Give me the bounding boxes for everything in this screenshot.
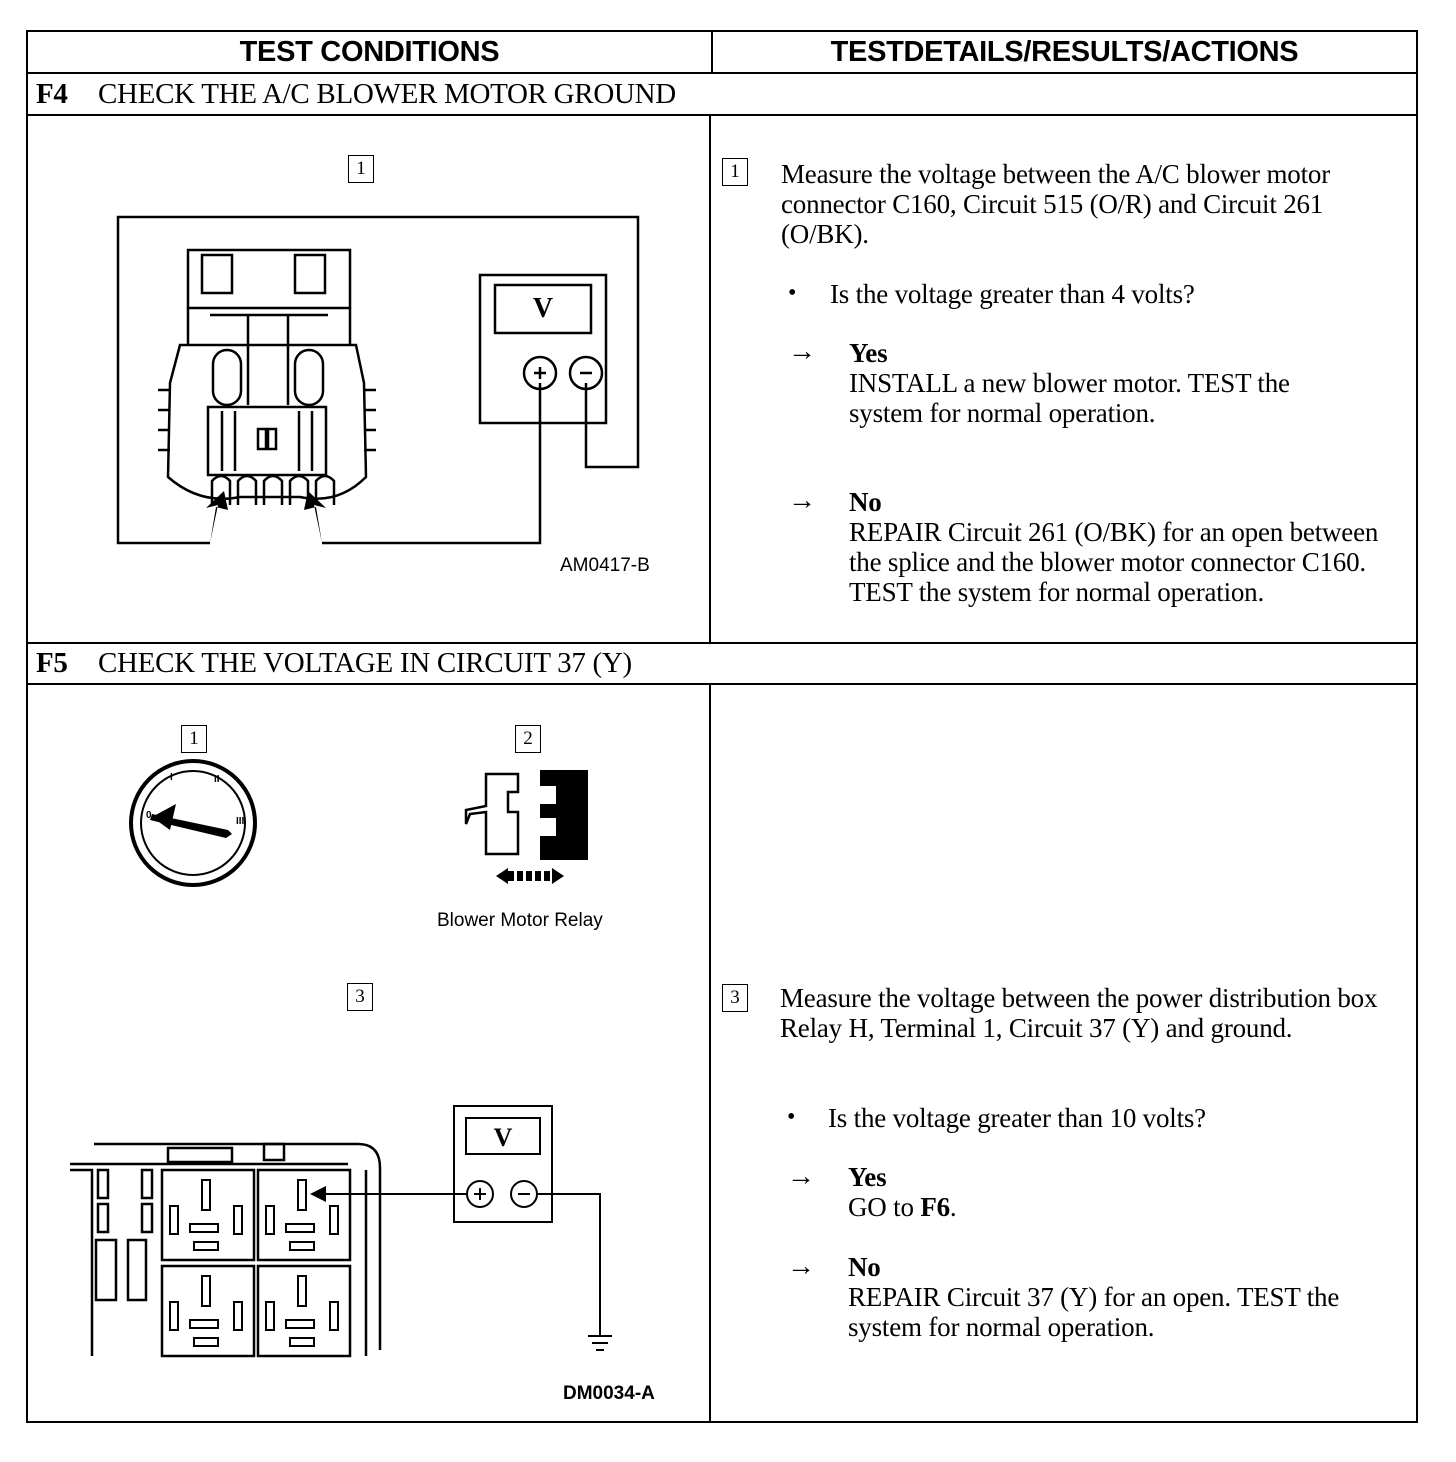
- f5-title-divider: [26, 683, 1418, 685]
- f4-no-answer: No REPAIR Circuit 261 (O/BK) for an open…: [849, 487, 1409, 607]
- f5-yes-link: F6: [920, 1192, 950, 1222]
- f4-yes-text: INSTALL a new blower motor. TEST the sys…: [849, 368, 1290, 428]
- table-border-top: [26, 30, 1418, 32]
- blower-motor-relay-icon: [464, 770, 588, 884]
- f5-yes-answer: Yes GO to F6.: [848, 1162, 1368, 1222]
- blower-motor-relay-caption: Blower Motor Relay: [437, 910, 603, 931]
- f5-detail-step-marker: 3: [722, 984, 748, 1012]
- f4-detail-step-marker: 1: [722, 158, 748, 186]
- f4-figure-id: AM0417-B: [560, 555, 650, 576]
- ignition-switch-icon: 0 I II III: [129, 759, 257, 887]
- f4-no-text: REPAIR Circuit 261 (O/BK) for an open be…: [849, 517, 1379, 607]
- table-border-right: [1416, 30, 1418, 1423]
- f4-instruction: Measure the voltage between the A/C blow…: [781, 159, 1330, 249]
- f5-yes-label: Yes: [848, 1162, 887, 1192]
- f4-question: Is the voltage greater than 4 volts?: [830, 279, 1195, 309]
- f5-meter-label: V: [494, 1123, 513, 1152]
- f4-section-title: F4 CHECK THE A/C BLOWER MOTOR GROUND: [36, 75, 676, 113]
- f5-yes-prefix: GO to: [848, 1192, 921, 1222]
- f4-step-1-marker: 1: [348, 155, 374, 183]
- f5-bullet: •: [787, 1104, 796, 1130]
- f4-bullet: •: [788, 280, 797, 306]
- f4-yes-label: Yes: [849, 338, 888, 368]
- f5-figure-id: DM0034-A: [563, 1383, 655, 1404]
- table-border-bottom: [26, 1421, 1418, 1423]
- header-divider: [26, 72, 1418, 74]
- table-border-left: [26, 30, 28, 1423]
- f4-title: CHECK THE A/C BLOWER MOTOR GROUND: [98, 78, 676, 110]
- f4-yes-arrow: →: [788, 336, 816, 367]
- f5-top-divider: [26, 642, 1418, 644]
- f5-step-1-marker: 1: [181, 725, 207, 753]
- f5-yes-arrow: →: [787, 1161, 815, 1192]
- f4-no-arrow: →: [788, 485, 816, 516]
- f5-step-3-marker: 3: [347, 983, 373, 1011]
- header-test-conditions: TEST CONDITIONS: [239, 36, 500, 68]
- f5-instruction: Measure the voltage between the power di…: [780, 983, 1378, 1043]
- f4-title-divider: [26, 114, 1418, 116]
- f4-no-label: No: [849, 487, 882, 517]
- ignition-label-start: III: [236, 816, 245, 827]
- column-divider-header: [711, 30, 713, 73]
- f5-code: F5: [36, 647, 68, 679]
- f4-yes-answer: Yes INSTALL a new blower motor. TEST the…: [849, 338, 1369, 428]
- ignition-label-off: 0: [146, 810, 152, 821]
- f5-no-arrow: →: [787, 1251, 815, 1282]
- f5-section-title: F5 CHECK THE VOLTAGE IN CIRCUIT 37 (Y): [36, 644, 632, 682]
- header-test-details: TESTDETAILS/RESULTS/ACTIONS: [830, 36, 1299, 68]
- ignition-label-run: II: [214, 774, 220, 785]
- column-divider-f4: [709, 114, 711, 643]
- blower-motor-connector-diagram: V: [116, 215, 640, 545]
- f5-title: CHECK THE VOLTAGE IN CIRCUIT 37 (Y): [98, 647, 632, 679]
- f5-no-label: No: [848, 1252, 881, 1282]
- f5-no-text: REPAIR Circuit 37 (Y) for an open. TEST …: [848, 1282, 1340, 1342]
- f5-no-answer: No REPAIR Circuit 37 (Y) for an open. TE…: [848, 1252, 1378, 1342]
- f4-code: F4: [36, 78, 68, 110]
- column-divider-f5: [709, 683, 711, 1422]
- power-distribution-box-diagram: V: [70, 1105, 612, 1358]
- f5-step-2-marker: 2: [515, 725, 541, 753]
- f5-question: Is the voltage greater than 10 volts?: [828, 1103, 1206, 1133]
- f4-meter-label: V: [533, 293, 553, 324]
- ignition-label-acc: I: [170, 772, 173, 783]
- f5-yes-suffix: .: [949, 1192, 957, 1222]
